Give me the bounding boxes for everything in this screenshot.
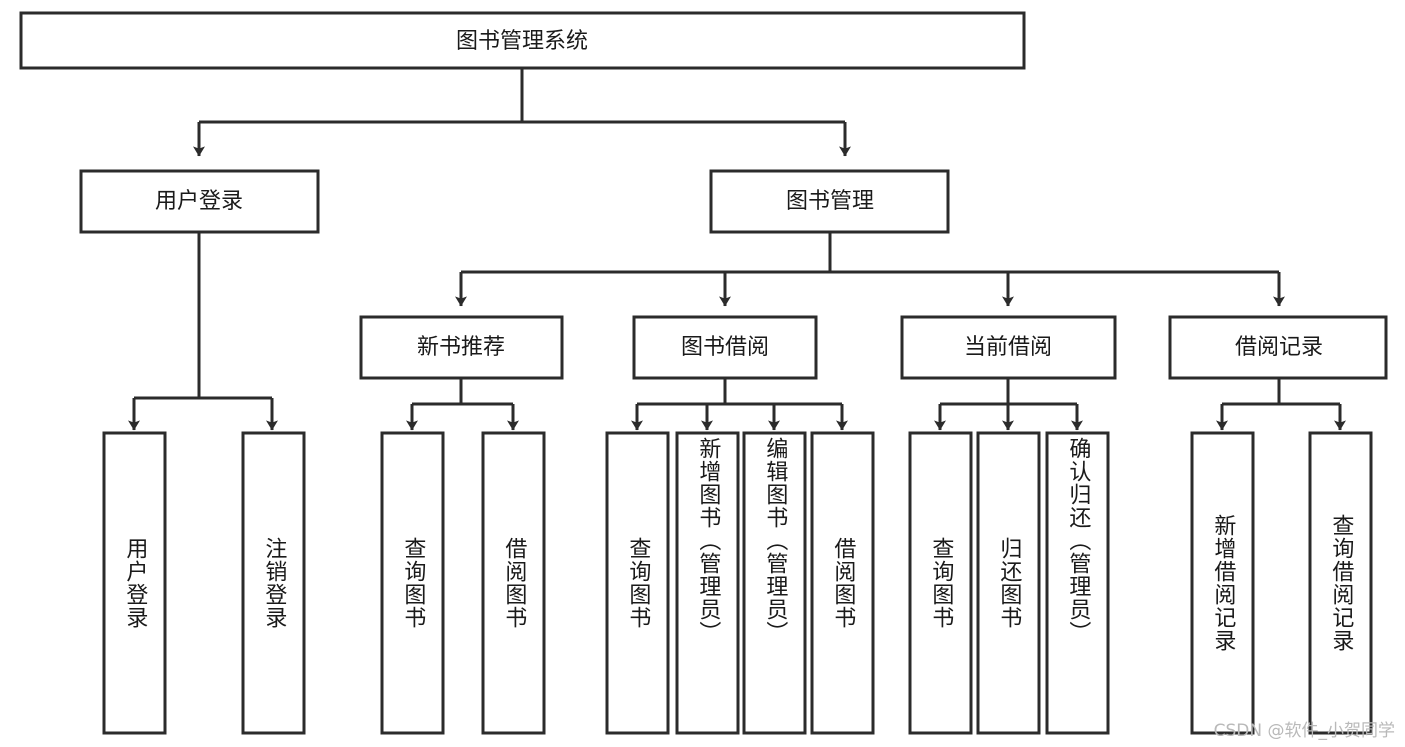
node-borrow-record-label: 借阅记录: [1235, 335, 1323, 360]
node-current-borrow-label: 当前借阅: [964, 335, 1052, 360]
connector-userlogin-to-leaves: [128, 232, 278, 431]
connector-bookmgmt-to-level3: [455, 232, 1285, 307]
connector-root-to-level2: [193, 68, 851, 157]
connector-currentborrow-to-leaves: [934, 378, 1083, 431]
node-new-book-recommend-label: 新书推荐: [417, 335, 505, 360]
leaf-box-current-borrow-0[interactable]: [908, 431, 973, 735]
leaf-box-book-borrow-1[interactable]: [675, 431, 740, 735]
leaf-box-book-borrow-0[interactable]: [605, 431, 670, 735]
leaf-box-book-borrow-3[interactable]: [810, 431, 875, 735]
node-book-management[interactable]: 图书管理: [709, 169, 950, 234]
node-book-management-label: 图书管理: [786, 189, 874, 214]
leaf-box-user-login-1[interactable]: [241, 431, 306, 735]
leaf-box-current-borrow-2[interactable]: [1045, 431, 1110, 735]
node-book-borrow[interactable]: 图书借阅: [632, 315, 818, 380]
node-root[interactable]: 图书管理系统: [19, 11, 1026, 70]
connector-bookborrow-to-leaves: [631, 378, 848, 431]
node-current-borrow[interactable]: 当前借阅: [900, 315, 1117, 380]
node-root-label: 图书管理系统: [456, 29, 588, 54]
leaf-box-new-book-0[interactable]: [380, 431, 445, 735]
leaf-box-borrow-record-1[interactable]: [1308, 431, 1373, 735]
leaf-box-borrow-record-0[interactable]: [1190, 431, 1255, 735]
leaf-box-user-login-0[interactable]: [102, 431, 167, 735]
leaf-box-book-borrow-2[interactable]: [742, 431, 807, 735]
node-borrow-record[interactable]: 借阅记录: [1168, 315, 1388, 380]
leaf-box-current-borrow-1[interactable]: [976, 431, 1041, 735]
node-user-login-label: 用户登录: [155, 189, 243, 214]
node-new-book-recommend[interactable]: 新书推荐: [359, 315, 564, 380]
leaf-box-new-book-1[interactable]: [481, 431, 546, 735]
node-book-borrow-label: 图书借阅: [681, 335, 769, 360]
node-user-login[interactable]: 用户登录: [79, 169, 320, 234]
connector-borrowrecord-to-leaves: [1216, 378, 1346, 431]
watermark-text: CSDN @软件_小贺同学: [1213, 721, 1395, 741]
connector-newbook-to-leaves: [406, 378, 519, 431]
